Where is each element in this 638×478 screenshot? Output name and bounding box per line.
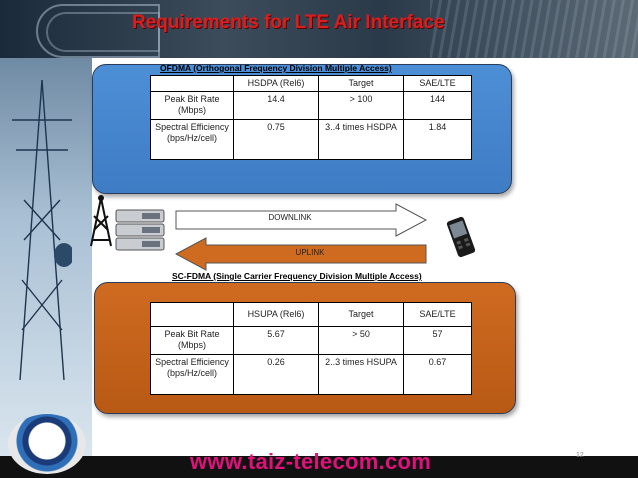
downlink-arrow: [175, 203, 428, 237]
base-station-icon: [115, 209, 165, 251]
antenna-tower-icon: [90, 195, 112, 247]
ofdma-table: HSDPA (Rel6) Target SAE/LTE Peak Bit Rat…: [150, 75, 472, 160]
table-header-cell: [150, 302, 234, 327]
table-cell: 0.75: [233, 119, 319, 160]
table-header-cell: HSDPA (Rel6): [233, 75, 319, 92]
table-row: Peak Bit Rate (Mbps) 14.4 > 100 144: [150, 91, 472, 120]
sidebar-photo: [0, 58, 92, 456]
header-fiber-decoration: [430, 0, 638, 58]
table-cell: 0.67: [403, 354, 472, 395]
table-cell: 0.26: [233, 354, 319, 395]
table-header-cell: HSUPA (Rel6): [233, 302, 319, 327]
table-header-cell: [150, 75, 234, 92]
row-label: Spectral Efficiency (bps/Hz/cell): [150, 354, 234, 395]
table-cell: 3..4 times HSDPA: [318, 119, 404, 160]
row-label: Spectral Efficiency (bps/Hz/cell): [150, 119, 234, 160]
scfdma-table: HSUPA (Rel6) Target SAE/LTE Peak Bit Rat…: [150, 302, 472, 395]
table-cell: 1.84: [403, 119, 472, 160]
company-logo-icon: [8, 414, 86, 474]
uplink-arrow: [174, 237, 427, 271]
table-row: Spectral Efficiency (bps/Hz/cell) 0.75 3…: [150, 119, 472, 160]
table-row: Spectral Efficiency (bps/Hz/cell) 0.26 2…: [150, 354, 472, 395]
table-header-cell: SAE/LTE: [403, 75, 472, 92]
ofdma-label: OFDMA (Orthogonal Frequency Division Mul…: [160, 63, 392, 73]
table-header-row: HSDPA (Rel6) Target SAE/LTE: [150, 75, 472, 92]
table-cell: 14.4: [233, 91, 319, 120]
table-cell: 144: [403, 91, 472, 120]
table-header-cell: Target: [318, 302, 404, 327]
mobile-phone-icon: [446, 216, 476, 258]
footer-bar: [0, 456, 638, 478]
row-label: Peak Bit Rate (Mbps): [150, 326, 234, 355]
table-cell: 5.67: [233, 326, 319, 355]
header-banner: [0, 0, 638, 58]
downlink-label: DOWNLINK: [268, 213, 312, 222]
scfdma-label: SC-FDMA (Single Carrier Frequency Divisi…: [172, 271, 422, 281]
table-cell: > 100: [318, 91, 404, 120]
table-header-cell: SAE/LTE: [403, 302, 472, 327]
footer-url[interactable]: www.taiz-telecom.com: [190, 449, 432, 474]
table-header-cell: Target: [318, 75, 404, 92]
slide-title: Requirements for LTE Air Interface: [132, 12, 445, 33]
table-cell: 2..3 times HSUPA: [318, 354, 404, 395]
page-number: 12: [576, 452, 584, 459]
table-header-row: HSUPA (Rel6) Target SAE/LTE: [150, 302, 472, 327]
table-cell: 57: [403, 326, 472, 355]
sidebar-tower-icon: [12, 80, 72, 380]
table-cell: > 50: [318, 326, 404, 355]
uplink-label: UPLINK: [295, 248, 325, 257]
header-cable-decoration: [46, 12, 160, 52]
row-label: Peak Bit Rate (Mbps): [150, 91, 234, 120]
table-row: Peak Bit Rate (Mbps) 5.67 > 50 57: [150, 326, 472, 355]
